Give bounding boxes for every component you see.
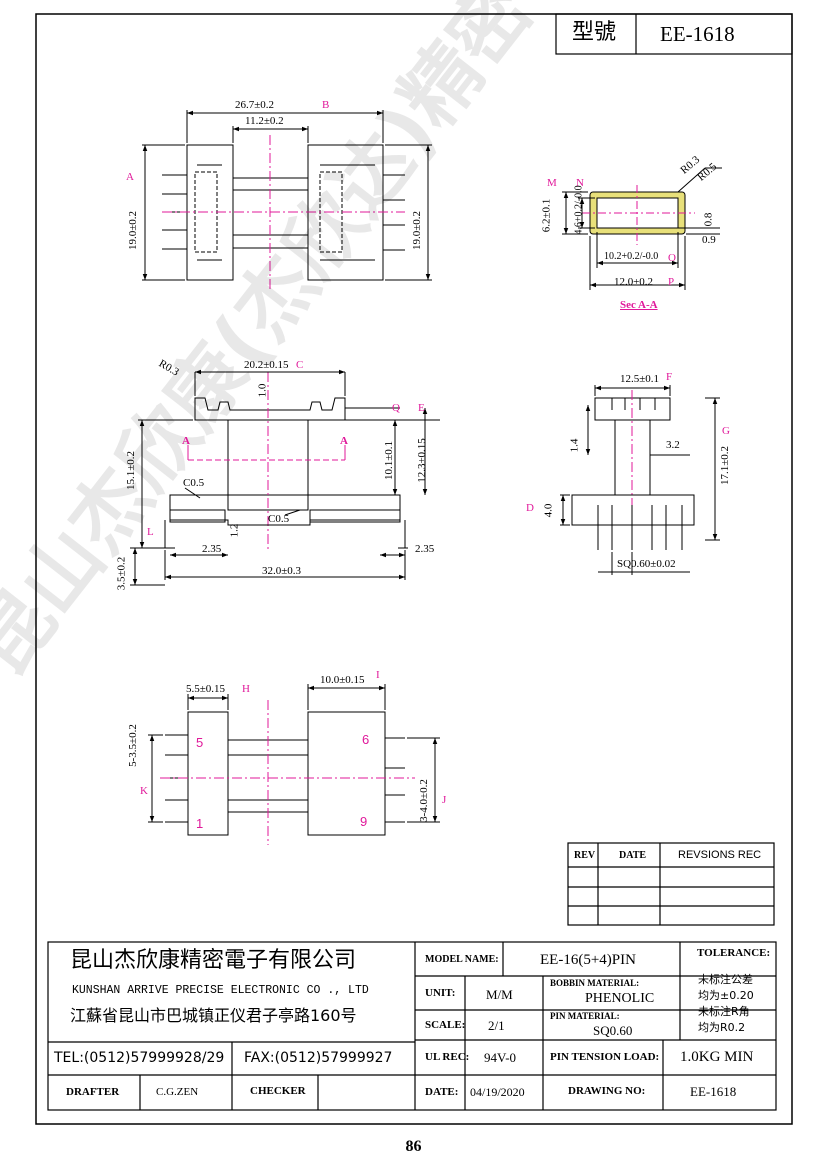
front-view: [130, 369, 440, 586]
sheet-border: [35, 13, 793, 1125]
bottom-view: [148, 684, 440, 845]
section-view: [562, 167, 722, 290]
side-view: [560, 385, 720, 575]
title-block-frame: [47, 13, 793, 1111]
top-view: [142, 110, 432, 290]
